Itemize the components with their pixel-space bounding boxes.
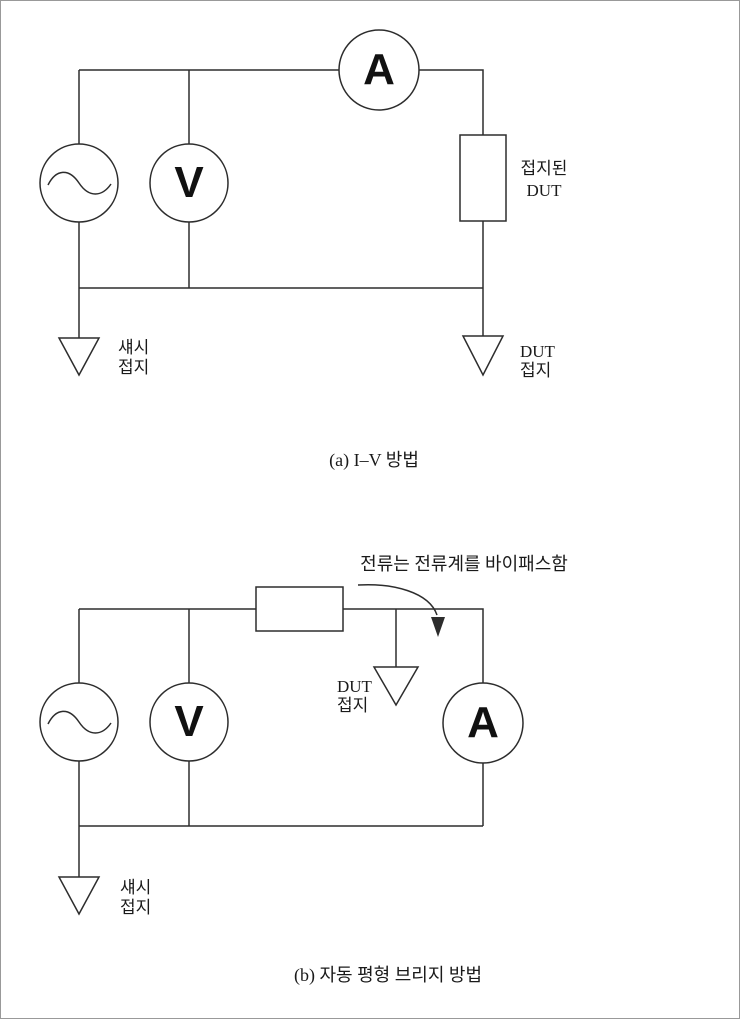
dut-ground-icon-b bbox=[372, 666, 420, 707]
ac-source-icon bbox=[39, 143, 119, 223]
chassis-ground-icon-b bbox=[57, 876, 101, 916]
dut-ground-label-b-line1: DUT bbox=[337, 677, 372, 696]
dut-ground-label-b: DUT 접지 bbox=[337, 677, 372, 715]
chassis-ground-label-b-line2: 접지 bbox=[120, 898, 152, 917]
dut-ground-icon-a bbox=[461, 335, 505, 377]
circuit-a bbox=[39, 29, 507, 377]
ac-source-icon-b bbox=[39, 682, 119, 762]
ammeter-circle-b bbox=[442, 682, 524, 764]
chassis-ground-label-b: 섀시 접지 bbox=[120, 878, 151, 918]
voltmeter-letter-a: V bbox=[174, 158, 204, 207]
bypass-arrowhead-icon bbox=[431, 617, 445, 637]
chassis-ground-label-b-line1: 섀시 bbox=[120, 878, 152, 897]
voltmeter-letter-b: V bbox=[174, 697, 204, 746]
grounded-dut-label-line2: DUT bbox=[526, 181, 562, 200]
grounded-dut-label: 접지된 DUT bbox=[509, 158, 579, 202]
chassis-ground-label-a-line2: 접지 bbox=[118, 358, 150, 377]
dut-ground-label-a-line2: 접지 bbox=[520, 361, 552, 380]
dut-ground-label-a-line1: DUT bbox=[520, 342, 555, 361]
chassis-ground-label-a: 섀시 접지 bbox=[118, 338, 149, 378]
chassis-ground-icon-a bbox=[57, 337, 101, 377]
grounded-dut-box bbox=[459, 134, 507, 222]
dut-box-b bbox=[255, 586, 344, 632]
wire-b-top-right bbox=[343, 608, 484, 683]
dut-ground-label-a: DUT 접지 bbox=[520, 342, 555, 380]
bypass-arrow-curve bbox=[357, 583, 438, 616]
caption-panel-a: (a) I–V 방법 bbox=[329, 450, 419, 470]
sine-wave-icon-b bbox=[47, 710, 112, 734]
sine-wave-icon bbox=[47, 171, 112, 195]
voltmeter-circle-a bbox=[149, 143, 229, 223]
wire-a-top-right bbox=[419, 69, 484, 135]
voltmeter-circle-b bbox=[149, 682, 229, 762]
dut-ground-label-b-line2: 접지 bbox=[337, 696, 369, 715]
circuit-b bbox=[39, 583, 524, 916]
grounded-dut-label-line1: 접지된 bbox=[520, 159, 568, 178]
bypass-annotation: 전류는 전류계를 바이패스함 bbox=[360, 554, 568, 574]
ammeter-letter-b: A bbox=[467, 698, 499, 747]
ammeter-letter-a: A bbox=[363, 45, 395, 94]
chassis-ground-label-a-line1: 섀시 bbox=[118, 338, 150, 357]
ammeter-circle-a bbox=[338, 29, 420, 111]
caption-panel-b: (b) 자동 평형 브리지 방법 bbox=[293, 965, 483, 985]
